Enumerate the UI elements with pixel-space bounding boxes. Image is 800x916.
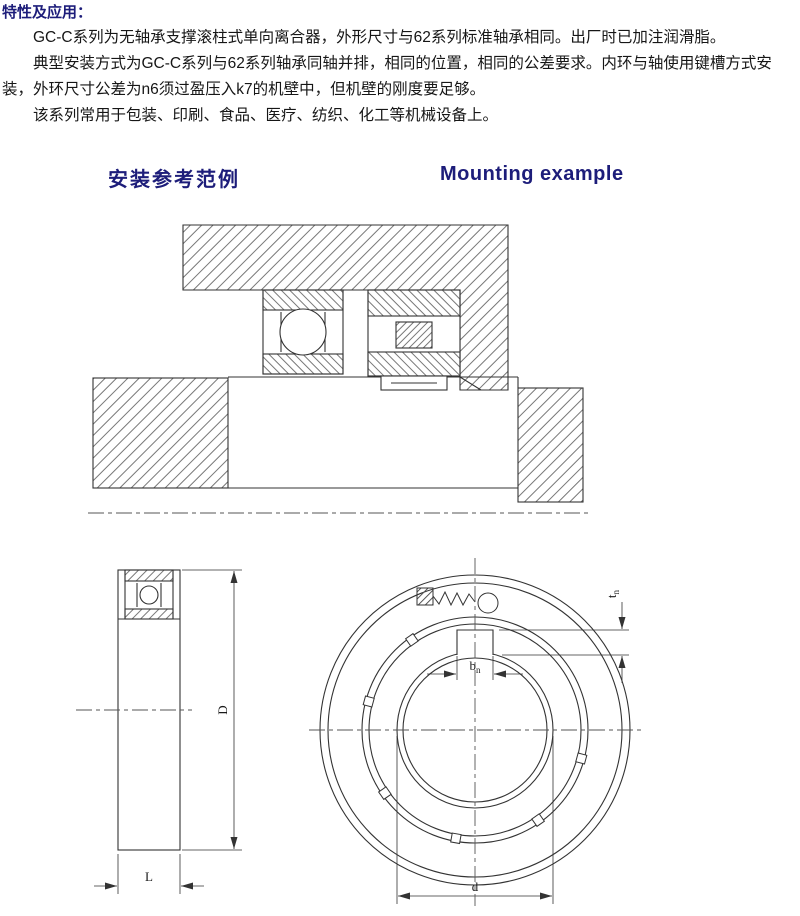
shaft-section (92, 376, 584, 503)
roller (477, 592, 499, 614)
dimension-bn (427, 656, 523, 680)
intro-section: 特性及应用： GC-C系列为无轴承支撑滚柱式单向离合器，外形尺寸与62系列标准轴… (2, 0, 796, 129)
section-titles: 安装参考范例 Mounting example (0, 163, 800, 195)
dimension-D (182, 569, 242, 851)
clutch-section (367, 289, 482, 391)
mounting-section-drawing (88, 224, 588, 514)
section-title-zh: 安装参考范例 (108, 169, 240, 191)
dim-keyway-width-label: bn (470, 658, 482, 675)
ball-bearing-section (262, 289, 344, 375)
roller-detail (139, 585, 159, 605)
clutch-roller-section (395, 321, 433, 349)
dim-outer-diameter-label: D (215, 705, 230, 714)
intro-paragraph: GC-C系列为无轴承支撑滚柱式单向离合器，外形尺寸与62系列标准轴承相同。出厂时… (33, 29, 726, 46)
section-title-en: Mounting example (440, 163, 624, 185)
dim-width-label: L (145, 869, 153, 884)
side-view-drawing: D L (76, 569, 242, 894)
spring-roller-detail (416, 587, 499, 614)
bearing-ball (279, 308, 327, 356)
clutch-rollers (362, 632, 588, 845)
housing-section (182, 224, 509, 391)
dimension-L (94, 854, 204, 894)
dimension-tn (499, 602, 629, 683)
intro-paragraph: 该系列常用于包装、印刷、食品、医疗、纺织、化工等机械设备上。 (33, 107, 499, 124)
front-view-drawing: bn tn d (309, 558, 641, 906)
spring (432, 590, 476, 607)
ramp-block (416, 587, 434, 606)
dim-keyway-depth-label: tn (604, 589, 621, 598)
intro-heading: 特性及应用： (2, 4, 93, 21)
intro-paragraph: 典型安装方式为GC-C系列与62系列轴承同轴并排，相同的位置，相同的公差要求。内… (2, 55, 772, 98)
